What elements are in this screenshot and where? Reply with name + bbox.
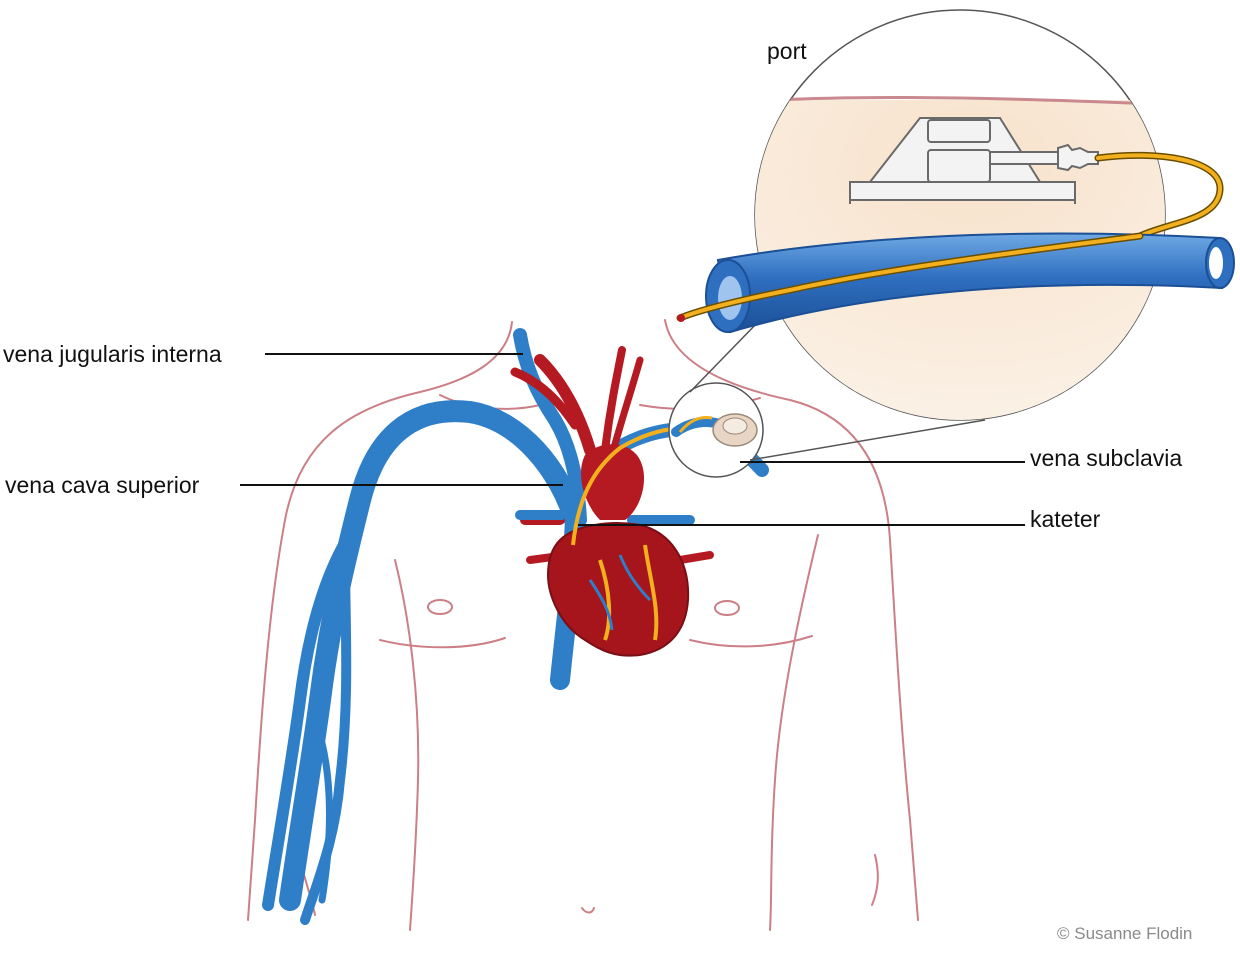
veins <box>262 328 587 925</box>
label-vena-cava-superior: vena cava superior <box>5 472 200 498</box>
label-port: port <box>767 38 807 64</box>
port-location-circle <box>668 382 764 478</box>
nipple-right <box>714 600 740 616</box>
copyright-credit: © Susanne Flodin <box>1057 924 1193 943</box>
pulmonary-veins <box>515 510 695 525</box>
label-vena-jugularis-interna: vena jugularis interna <box>3 341 222 367</box>
port-device <box>849 117 1099 204</box>
body-outline <box>247 319 919 931</box>
zoom-connector-top <box>689 319 761 393</box>
heart-icon <box>546 444 690 657</box>
zoom-connector-bottom <box>749 419 986 461</box>
leader-lines <box>240 353 1025 526</box>
label-kateter: kateter <box>1030 506 1101 532</box>
nipple-left <box>427 599 453 615</box>
magnified-port-detail <box>676 9 1235 421</box>
label-vena-subclavia: vena subclavia <box>1030 445 1183 471</box>
